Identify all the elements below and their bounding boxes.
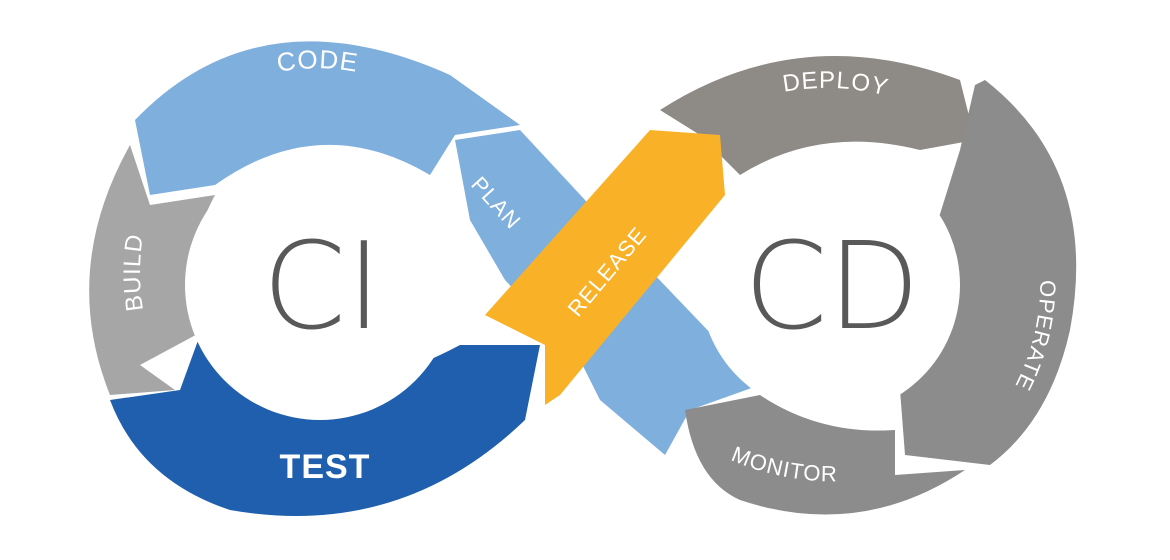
build-label: BUILD: [119, 232, 149, 313]
deploy-segment: [660, 55, 975, 175]
monitor-segment: [685, 395, 965, 515]
code-segment: [135, 41, 520, 195]
build-segment: [89, 145, 215, 395]
operate-segment: [900, 80, 1077, 465]
test-segment: [110, 335, 540, 516]
cd-center-label: CD: [744, 218, 920, 357]
cd-inner-circle: [700, 155, 960, 415]
ci-center-label: CI: [262, 218, 381, 357]
release-arrow: [485, 130, 725, 405]
code-label: CODE: [275, 44, 361, 78]
ci-inner-circle: [185, 150, 455, 420]
test-label: TEST: [280, 448, 371, 486]
